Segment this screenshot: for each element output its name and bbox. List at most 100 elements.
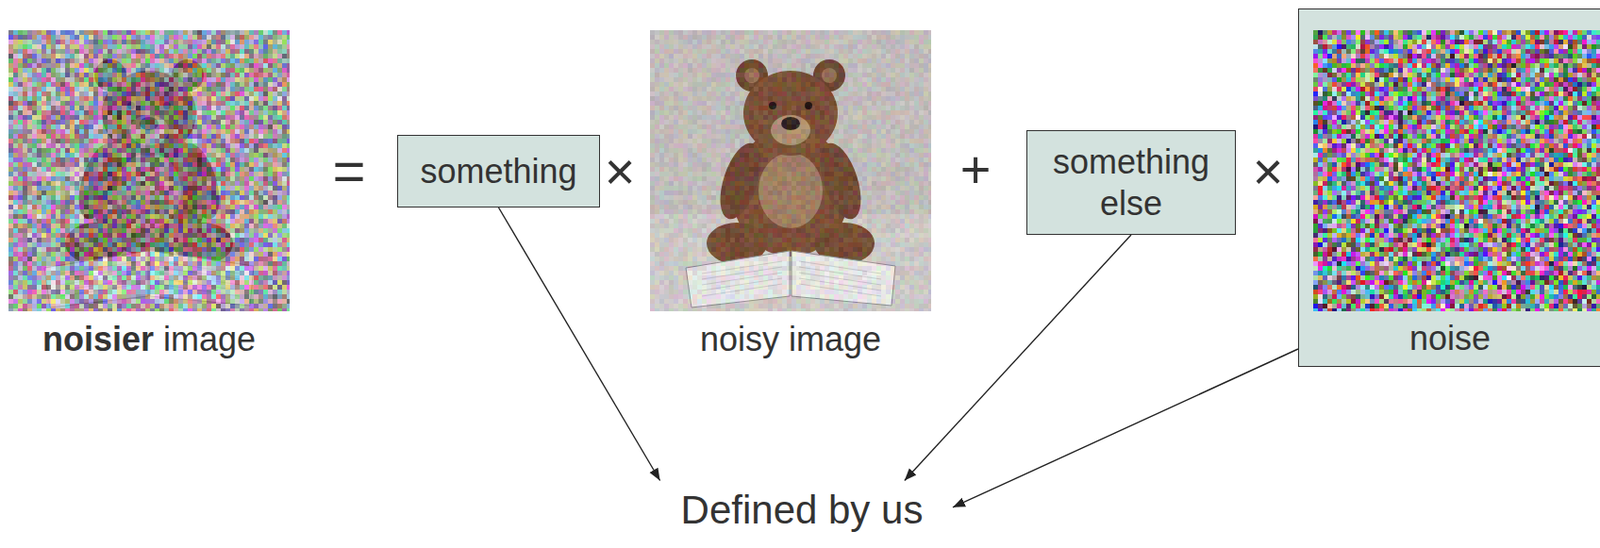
noise-cell (131, 124, 136, 130)
noise-cell (83, 91, 89, 97)
noise-cell (8, 77, 14, 83)
noise-cell (116, 53, 122, 59)
noise-cell (173, 133, 179, 139)
noise-cell (150, 86, 155, 92)
noise-cell (17, 100, 23, 106)
noise-cell (88, 100, 94, 106)
noise-cell (206, 152, 212, 158)
noise-cell (211, 63, 217, 68)
noise-cell (55, 176, 61, 182)
noise-cell (69, 72, 75, 78)
noise-cell (131, 72, 136, 78)
noise-cell (159, 133, 165, 139)
noise-cell (126, 53, 132, 59)
noise-cell (121, 63, 127, 68)
noise-cell (183, 53, 188, 59)
noise-cell (65, 124, 70, 130)
noise-cell (135, 67, 141, 73)
noise-cell (183, 77, 188, 83)
noise-cell (244, 162, 250, 167)
noise-cell (150, 49, 155, 54)
noise-cell (159, 124, 165, 130)
noise-cell (244, 63, 250, 68)
noise-cell (272, 72, 278, 78)
noise-cell (13, 119, 18, 125)
noise-cell (154, 143, 160, 149)
noise-cell (216, 30, 221, 35)
noise-cell (159, 162, 165, 167)
noise-cell (131, 77, 136, 83)
noise-cell (36, 77, 42, 83)
noise-cell (277, 91, 283, 97)
noise-cell (244, 129, 250, 134)
noise-cell (140, 30, 146, 35)
noise-cell (277, 30, 283, 35)
noise-cell (112, 53, 117, 59)
noise-cell (140, 86, 146, 92)
noise-cell (253, 72, 259, 78)
noise-cell (140, 129, 146, 134)
noise-cell (46, 72, 51, 78)
noise-cell (74, 63, 80, 68)
noise-cell (216, 100, 221, 106)
noise-cell (27, 58, 33, 64)
noise-cell (249, 39, 254, 45)
noise-cell (173, 119, 179, 125)
noise-cell (65, 53, 70, 59)
noise-cell (22, 138, 28, 144)
noise-cell (145, 152, 150, 158)
noise-cell (220, 148, 226, 153)
noise-cell (150, 58, 155, 64)
noise-cell (126, 72, 132, 78)
noise-cell (234, 82, 240, 87)
noise-cell (286, 133, 290, 139)
noise-cell (93, 39, 99, 45)
noise-cell (282, 100, 287, 106)
noise-cell (272, 49, 278, 54)
noise-cell (216, 49, 221, 54)
noise-cell (69, 110, 75, 116)
noise-cell (13, 129, 18, 134)
noise-cell (145, 110, 150, 116)
noise-cell (282, 152, 287, 158)
noise-cell (225, 138, 231, 144)
noise-cell (230, 77, 235, 83)
noise-cell (32, 77, 37, 83)
noise-cell (46, 138, 51, 144)
noise-cell (55, 49, 61, 54)
noise-cell (263, 105, 268, 111)
noise-cell (102, 133, 108, 139)
noise-cell (225, 34, 231, 40)
noise-cell (249, 166, 254, 172)
noise-cell (17, 72, 23, 78)
noise-cell (46, 133, 51, 139)
noise-cell (150, 53, 155, 59)
noise-cell (93, 162, 99, 167)
noise-cell (107, 105, 113, 111)
noise-cell (112, 34, 117, 40)
noise-cell (216, 119, 221, 125)
noise-cell (183, 119, 188, 125)
noise-cell (211, 110, 217, 116)
noise-cell (60, 91, 66, 97)
noise-cell (27, 152, 33, 158)
noise-cell (173, 166, 179, 172)
noise-cell (286, 44, 290, 50)
noise-cell (282, 63, 287, 68)
noise-cell (50, 133, 56, 139)
noise-cell (93, 30, 99, 35)
noise-cell (267, 82, 273, 87)
noise-cell (173, 53, 179, 59)
noise-cell (178, 44, 184, 50)
noise-cell (140, 110, 146, 116)
noise-cell (258, 63, 264, 68)
noise-cell (164, 148, 169, 153)
noise-cell (225, 30, 231, 35)
noise-cell (60, 49, 66, 54)
noise-cell (93, 86, 99, 92)
noise-cell (249, 105, 254, 111)
bear-part (129, 115, 169, 146)
noise-cell (65, 96, 70, 101)
noise-cell (197, 39, 202, 45)
noise-cell (135, 166, 141, 172)
